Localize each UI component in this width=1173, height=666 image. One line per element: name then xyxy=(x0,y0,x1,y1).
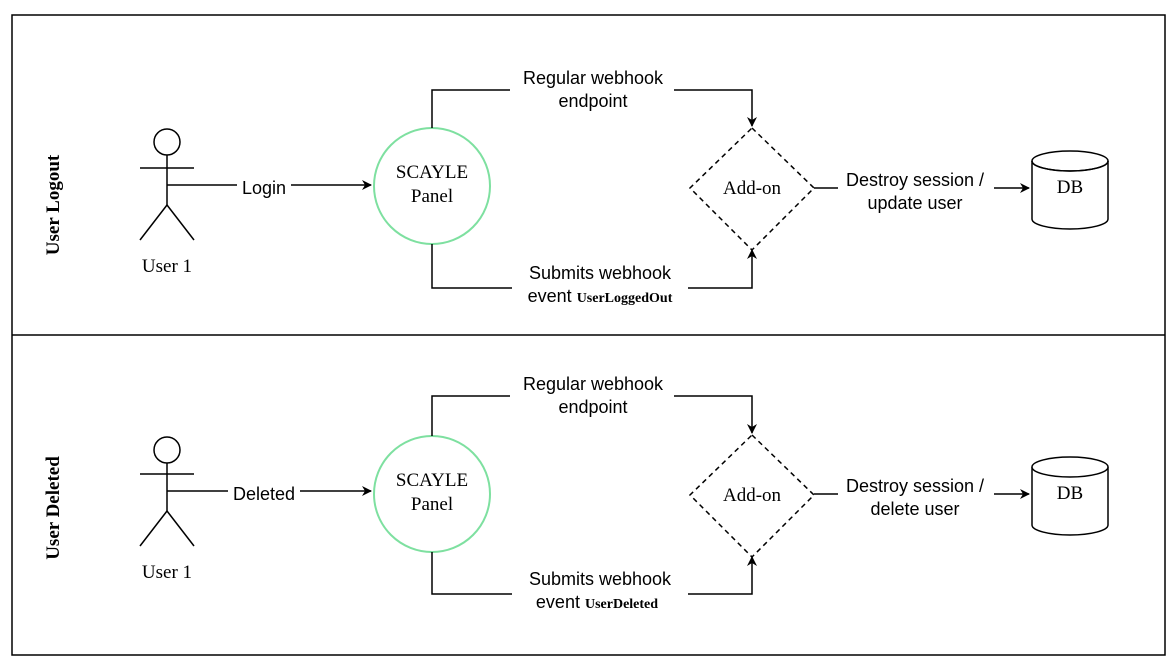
actor-label: User 1 xyxy=(142,562,192,583)
bottom-edge-label-line2: event UserLoggedOut xyxy=(528,286,673,306)
bottom-edge-label-bg xyxy=(512,568,688,614)
deleted-label-bg xyxy=(228,482,300,504)
lane-user-deleted: User Deleted User 1 Deleted SCAYLE Panel… xyxy=(43,374,1109,614)
actor-icon xyxy=(139,128,195,241)
database-icon xyxy=(1031,150,1109,230)
addon-node xyxy=(688,126,816,252)
lane-title: User Deleted xyxy=(43,456,64,560)
top-edge-label-line2: endpoint xyxy=(558,91,627,111)
addon-label: Add-on xyxy=(723,485,782,506)
login-label: Login xyxy=(242,178,286,198)
actor-icon xyxy=(139,436,195,547)
top-edge-label-line1: Regular webhook xyxy=(523,68,664,88)
bottom-edge-label-line1: Submits webhook xyxy=(529,569,672,589)
bottom-edge-label-line2: event UserDeleted xyxy=(536,592,658,612)
bottom-edge-label-line1: Submits webhook xyxy=(529,263,672,283)
addon-label: Add-on xyxy=(723,178,782,199)
login-label-bg xyxy=(237,176,291,198)
db-label: DB xyxy=(1057,483,1083,504)
top-edge-label-line1: Regular webhook xyxy=(523,374,664,394)
panel-label-line1: SCAYLE xyxy=(396,470,468,491)
bottom-edge-label-bg xyxy=(512,262,688,308)
panel-label-line2: Panel xyxy=(411,494,453,515)
panel-label-line1: SCAYLE xyxy=(396,162,468,183)
addon-node xyxy=(688,433,816,559)
actor-label: User 1 xyxy=(142,256,192,277)
top-edge-label-bg xyxy=(510,374,674,420)
database-icon xyxy=(1031,456,1109,536)
deleted-label: Deleted xyxy=(233,484,295,504)
db-edge-label-bg xyxy=(838,168,994,214)
db-edge-label-line2: update user xyxy=(867,193,962,213)
db-edge-label-line2: delete user xyxy=(870,499,959,519)
db-edge-label-line1: Destroy session / xyxy=(846,476,984,496)
lane-title: User Logout xyxy=(43,154,64,255)
panel-label-line2: Panel xyxy=(411,186,453,207)
lane-user-logout: User Logout User 1 Login SCAYLE Panel Re… xyxy=(43,68,1109,308)
db-edge-label-line1: Destroy session / xyxy=(846,170,984,190)
event-name: UserLoggedOut xyxy=(577,291,673,306)
event-prefix: event xyxy=(536,592,580,612)
top-edge-label-bg xyxy=(510,68,674,114)
db-label: DB xyxy=(1057,177,1083,198)
event-prefix: event xyxy=(528,286,572,306)
top-edge-label-line2: endpoint xyxy=(558,397,627,417)
db-edge-label-bg xyxy=(838,474,994,520)
event-name: UserDeleted xyxy=(585,597,658,612)
